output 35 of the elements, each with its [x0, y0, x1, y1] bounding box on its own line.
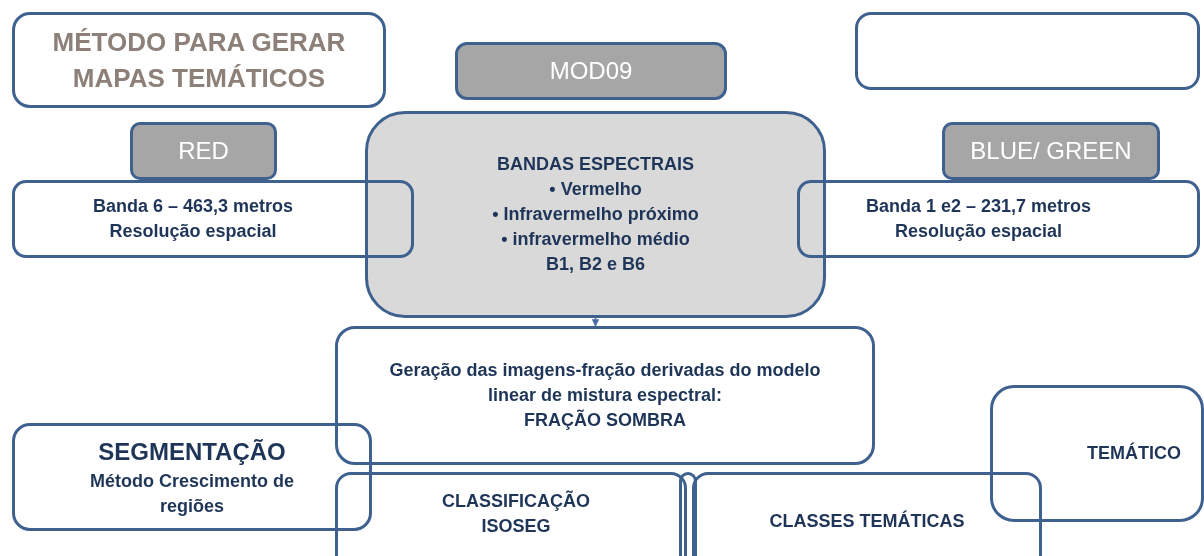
box-text: CLASSIFICAÇÃO ISOSEG — [441, 489, 591, 539]
header-tab — [130, 122, 277, 180]
text-box — [335, 472, 687, 556]
text-box — [692, 472, 1042, 556]
box-text: MOD09 — [549, 56, 633, 87]
box-text: CLASSES TEMÁTICAS — [769, 509, 965, 533]
text-box — [12, 180, 414, 258]
box-text: • Vermelho — [549, 177, 642, 201]
box-text: BLUE/ GREEN — [970, 136, 1132, 167]
title-box — [12, 12, 386, 108]
box-text: Banda 6 – 463,3 metros — [92, 194, 294, 218]
empty-box — [855, 12, 1200, 90]
header-tab — [942, 122, 1160, 180]
box-text: FRAÇÃO SOMBRA — [524, 408, 686, 433]
text-box — [12, 423, 372, 531]
text-box — [797, 180, 1200, 258]
box-text: Método Crescimento de regiões — [89, 469, 295, 518]
arrow — [591, 317, 600, 327]
box-text: SEGMENTAÇÃO — [98, 437, 286, 467]
box-text: Banda 1 e2 – 231,7 metros — [865, 194, 1092, 218]
text-box — [335, 326, 875, 465]
box-text: B1, B2 e B6 — [545, 253, 645, 277]
box-text: RED — [178, 136, 229, 167]
bands-panel — [365, 111, 826, 318]
box-text: MÉTODO PARA GERAR MAPAS TEMÁTICOS — [51, 25, 347, 95]
box-text: Geração das imagens-fração derivadas do modelo linear de mistura espectral: — [388, 358, 822, 407]
box-text: Resolução espacial — [894, 220, 1063, 243]
box-text: Resolução espacial — [109, 220, 277, 243]
box-text: BANDAS ESPECTRAIS — [497, 152, 694, 176]
box-text: • Infravermelho próximo — [492, 202, 699, 226]
header-tab — [455, 42, 727, 100]
box-text: TEMÁTICO — [1087, 441, 1181, 465]
box-text: • infravermelho médio — [501, 228, 690, 252]
text-box — [990, 385, 1204, 522]
empty-box — [679, 472, 697, 556]
